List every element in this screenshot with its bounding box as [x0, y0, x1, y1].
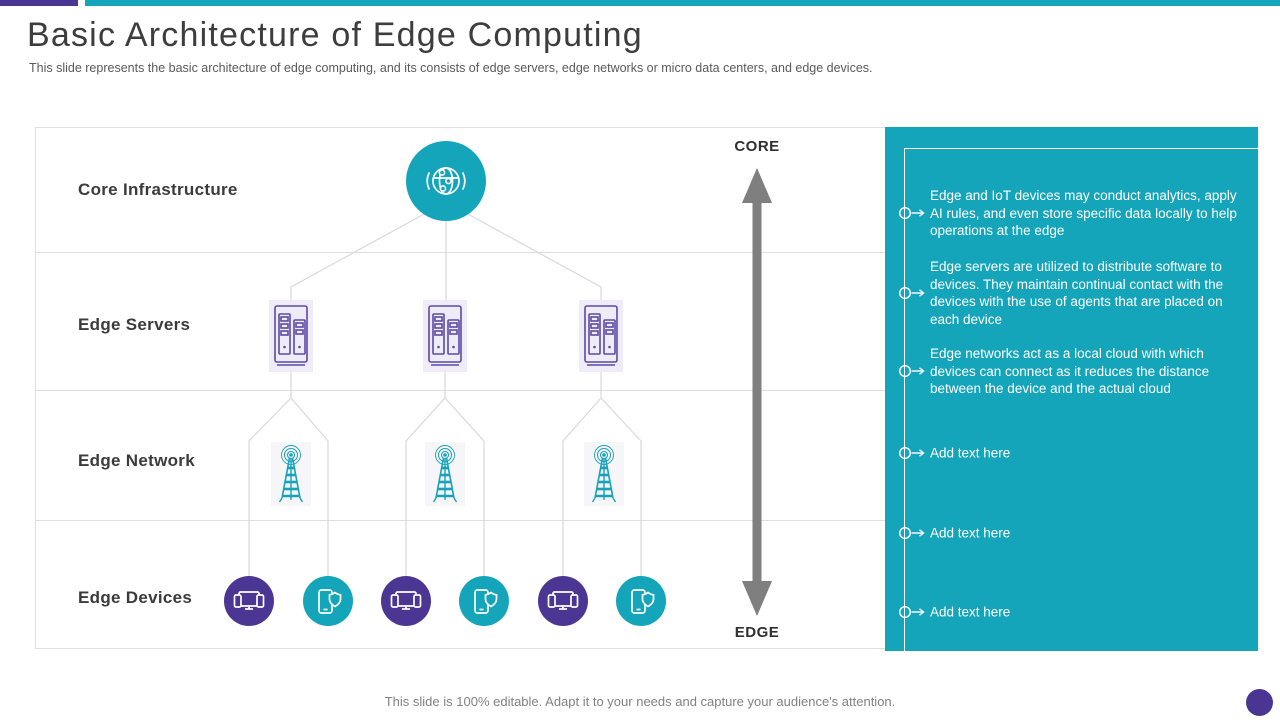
panel-item-text: Edge networks act as a local cloud with … — [930, 345, 1210, 396]
multi-device-icon — [390, 591, 422, 610]
panel-item-text-placeholder[interactable]: Add text here — [930, 445, 1011, 461]
grid-row-border-2 — [35, 390, 885, 391]
radio-tower-icon — [278, 445, 304, 503]
edge-device-node-6 — [616, 576, 666, 626]
server-rack-icon — [428, 305, 462, 366]
axis-label-core: CORE — [734, 138, 780, 155]
description-panel: Edge and IoT devices may conduct analyti… — [885, 127, 1258, 651]
edge-device-node-2 — [303, 576, 353, 626]
phone-shield-icon — [474, 589, 498, 614]
circle-arrow-icon — [898, 605, 925, 619]
grid-row-border-3 — [35, 520, 885, 521]
edge-server-node-1 — [269, 300, 313, 372]
page-subtitle: This slide represents the basic architec… — [29, 61, 873, 75]
edge-device-node-3 — [381, 576, 431, 626]
row-label-edge-network: Edge Network — [78, 451, 195, 470]
edge-server-node-2 — [423, 300, 467, 372]
row-label-edge-servers: Edge Servers — [78, 315, 191, 334]
phone-shield-icon — [631, 589, 655, 614]
row-label-edge-devices: Edge Devices — [78, 588, 193, 607]
server-rack-icon — [274, 305, 308, 366]
circle-arrow-icon — [898, 446, 925, 460]
footer-note: This slide is 100% editable. Adapt it to… — [384, 694, 896, 709]
globe-network-icon — [426, 167, 466, 195]
grid-bottom-border — [35, 648, 885, 649]
edge-network-node-1 — [271, 442, 311, 506]
panel-frame-vline — [904, 148, 905, 651]
panel-item-text-placeholder[interactable]: Add text here — [930, 604, 1011, 620]
grid-left-border — [35, 127, 36, 648]
top-accent-purple-bar — [0, 0, 78, 6]
circle-arrow-icon — [898, 206, 925, 220]
grid-row-border-1 — [35, 252, 885, 253]
page-title: Basic Architecture of Edge Computing — [27, 16, 643, 54]
axis-label-edge: EDGE — [734, 624, 780, 641]
grid-top-border — [35, 127, 885, 128]
radio-tower-icon — [591, 445, 617, 503]
server-rack-icon — [584, 305, 618, 366]
edge-network-node-2 — [425, 442, 465, 506]
circle-arrow-icon — [898, 364, 925, 378]
multi-device-icon — [233, 591, 265, 610]
panel-item-text: Edge and IoT devices may conduct analyti… — [930, 187, 1237, 238]
panel-item-text-placeholder[interactable]: Add text here — [930, 525, 1011, 541]
circle-arrow-icon — [898, 286, 925, 300]
phone-shield-icon — [318, 589, 342, 614]
panel-frame-hline — [904, 148, 1258, 149]
edge-server-node-3 — [579, 300, 623, 372]
edge-device-node-5 — [538, 576, 588, 626]
row-label-core-infrastructure: Core Infrastructure — [78, 180, 238, 199]
edge-device-node-4 — [459, 576, 509, 626]
circle-arrow-icon — [898, 526, 925, 540]
core-infrastructure-node — [406, 141, 486, 221]
edge-network-node-3 — [584, 442, 624, 506]
edge-device-node-1 — [224, 576, 274, 626]
panel-item-text: Edge servers are utilized to distribute … — [930, 259, 1224, 327]
radio-tower-icon — [432, 445, 458, 503]
core-edge-arrow — [742, 168, 772, 616]
multi-device-icon — [547, 591, 579, 610]
top-accent-teal-bar — [85, 0, 1280, 6]
corner-decoration-circle — [1246, 689, 1273, 716]
